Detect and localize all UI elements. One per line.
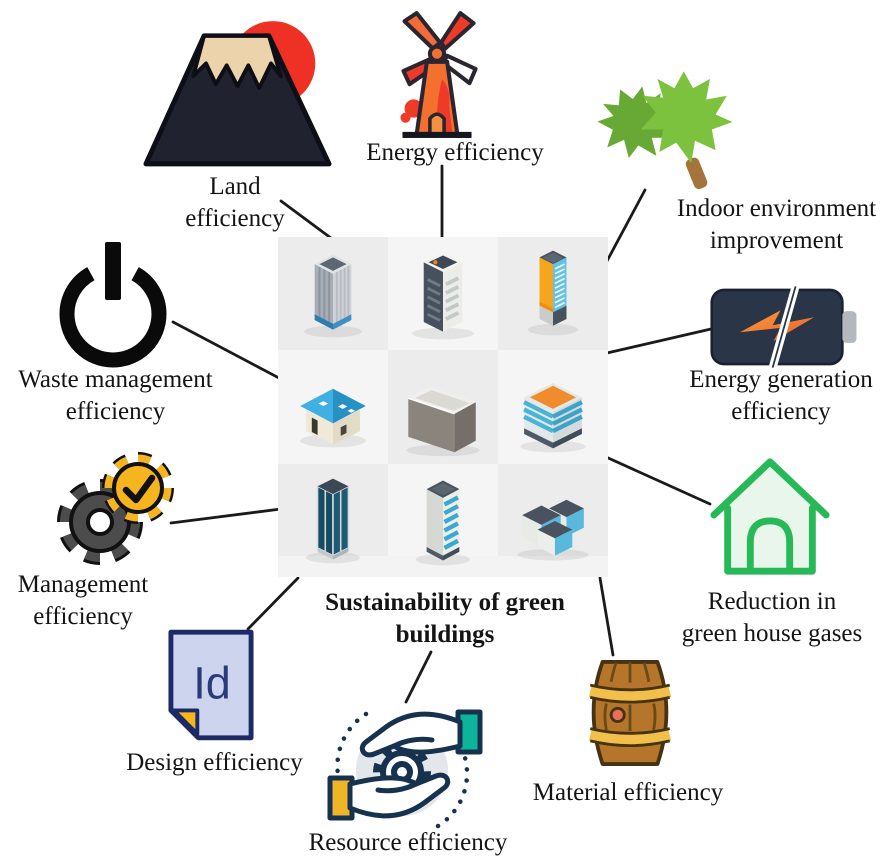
grid-cell bbox=[388, 350, 498, 464]
green-leaves-icon bbox=[597, 60, 735, 195]
label-resource-efficiency: Resource efficiency bbox=[308, 829, 508, 856]
grid-cell bbox=[278, 463, 388, 577]
label-energy-efficiency: Energy efficiency bbox=[366, 139, 544, 166]
blue-roof-house-icon bbox=[300, 388, 366, 448]
connector-design bbox=[246, 576, 300, 631]
grid-cell bbox=[278, 237, 388, 351]
label-greenhouse-gases: Reduction in green house gases bbox=[681, 588, 863, 647]
dark-teal-glass-tower-icon bbox=[306, 478, 360, 564]
label-land-efficiency: Land efficiency bbox=[185, 173, 285, 232]
label-energy-generation: Energy generation efficiency bbox=[689, 366, 873, 425]
gray-striped-office-tower-icon bbox=[304, 254, 362, 338]
white-office-tower-dark-side-icon bbox=[412, 252, 474, 339]
connector-material bbox=[598, 576, 615, 657]
blue-midrise-with-orange-roof-icon bbox=[520, 382, 586, 453]
diagram-title: Sustainability of green buildings bbox=[325, 589, 565, 648]
grid-cell bbox=[278, 350, 388, 464]
building-grid bbox=[278, 237, 608, 577]
connector-energy-generation bbox=[605, 327, 713, 355]
connector-resource bbox=[404, 650, 433, 704]
gray-monolith-building-icon bbox=[406, 386, 480, 457]
white-tower-with-blue-bands-icon bbox=[416, 480, 470, 566]
label-material-efficiency: Material efficiency bbox=[532, 779, 724, 806]
grid-cell bbox=[498, 237, 608, 351]
connector-management bbox=[169, 507, 283, 525]
double-gear-check-icon bbox=[52, 448, 178, 570]
grid-cell bbox=[388, 237, 498, 351]
grid-cell bbox=[388, 463, 498, 577]
wooden-barrel-icon bbox=[578, 653, 682, 773]
label-waste-management: Waste management efficiency bbox=[18, 366, 213, 425]
low-rise-building-complex-icon bbox=[517, 500, 589, 561]
connector-greenhouse bbox=[604, 455, 712, 506]
battery-lightning-icon bbox=[710, 285, 860, 369]
green-house-outline-icon bbox=[706, 452, 834, 580]
grid-cell bbox=[498, 463, 608, 577]
power-button-icon bbox=[50, 238, 176, 372]
label-management-efficiency: Management efficiency bbox=[17, 571, 149, 630]
connector-waste bbox=[171, 320, 281, 380]
connector-indoor bbox=[605, 188, 647, 263]
windmill-icon bbox=[386, 6, 488, 140]
volcano-with-sun-icon bbox=[142, 18, 334, 168]
grid-floor-strip bbox=[278, 556, 608, 577]
blue-tower-with-yellow-panel-icon bbox=[527, 250, 579, 336]
indesign-file-label: Id bbox=[193, 658, 231, 709]
grid-cell bbox=[498, 350, 608, 464]
label-design-efficiency: Design efficiency bbox=[126, 749, 303, 776]
hands-around-gear-icon bbox=[310, 692, 500, 837]
label-indoor-environment: Indoor environment improvement bbox=[676, 195, 877, 254]
indesign-file-icon: Id bbox=[167, 628, 255, 742]
